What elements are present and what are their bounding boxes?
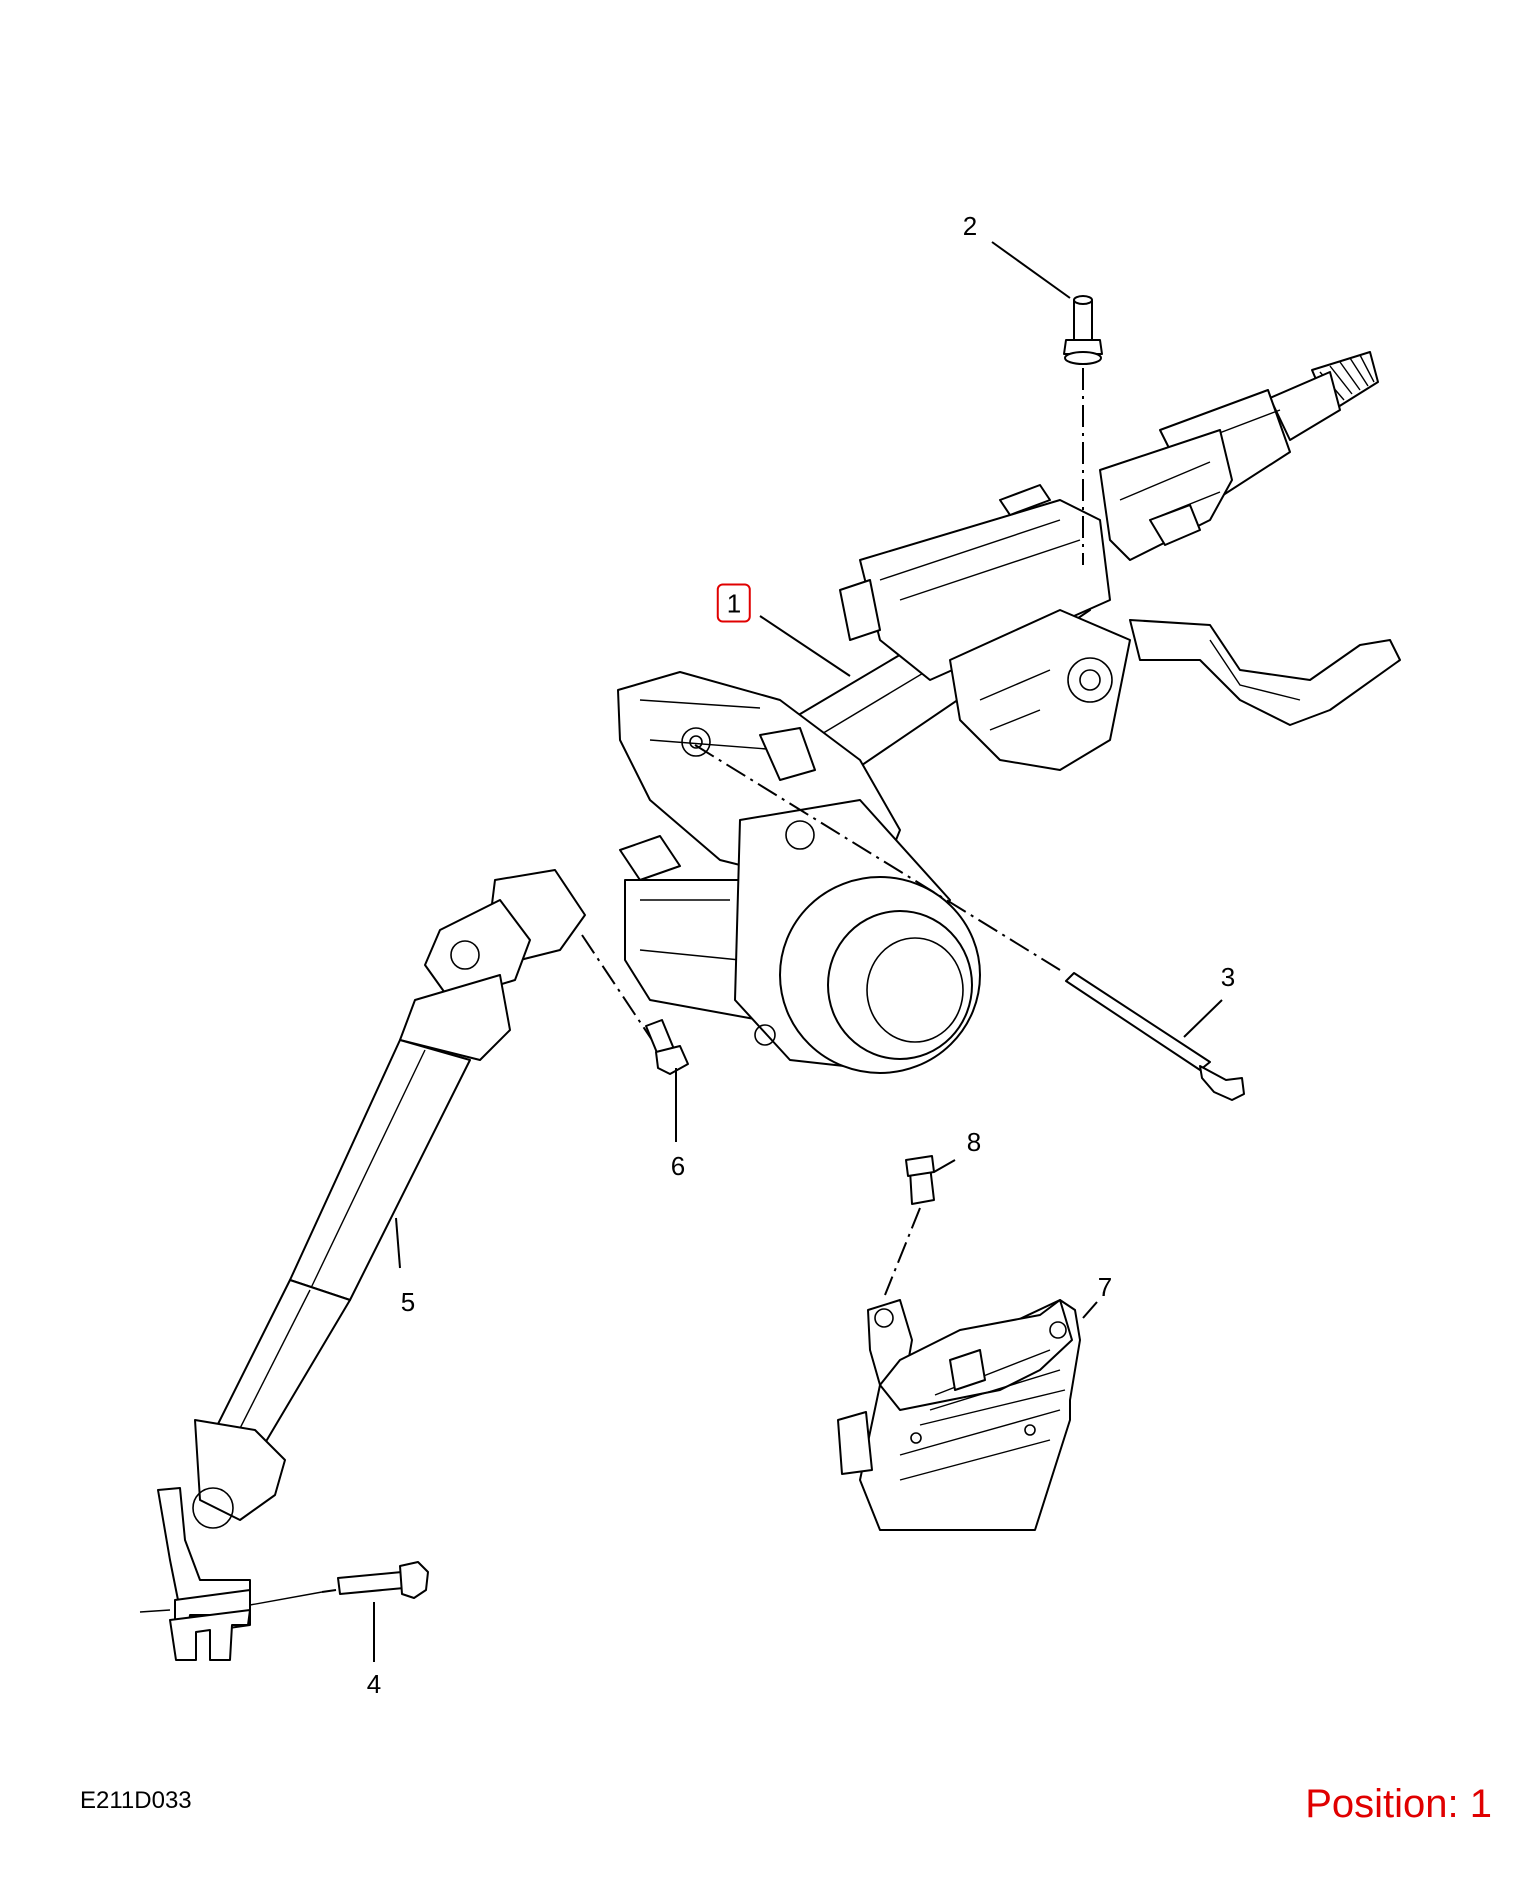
position-label: Position: 1 <box>1305 1782 1492 1826</box>
leader-line-2 <box>991 241 1071 299</box>
part-8-pin[interactable] <box>905 1155 935 1205</box>
part-6-bolt[interactable] <box>645 1019 689 1075</box>
part-3-assembly-line <box>694 744 1061 971</box>
part-7-module[interactable] <box>837 1299 1081 1531</box>
part-5-intermediate-shaft[interactable] <box>139 869 586 1661</box>
callout-2[interactable]: 2 <box>962 211 978 241</box>
callout-3[interactable]: 3 <box>1220 962 1236 992</box>
part-8-assembly-line <box>884 1207 921 1296</box>
leader-line-1 <box>759 615 851 677</box>
part-4-bolt[interactable] <box>337 1561 429 1599</box>
callout-5[interactable]: 5 <box>400 1287 416 1317</box>
drawing-code: E211D033 <box>80 1787 192 1814</box>
callout-1[interactable]: 1 <box>716 583 752 623</box>
leader-lines <box>373 241 1223 1662</box>
part-4-assembly-line <box>321 1589 337 1593</box>
part-3-bolt[interactable] <box>1065 972 1245 1101</box>
callout-4[interactable]: 4 <box>366 1669 382 1699</box>
callout-8[interactable]: 8 <box>966 1127 982 1157</box>
part-2-bolt[interactable] <box>1063 295 1103 365</box>
leader-line-5 <box>395 1217 401 1269</box>
leader-line-8 <box>933 1159 956 1173</box>
part-1-steering-column[interactable] <box>617 351 1401 1074</box>
callout-6[interactable]: 6 <box>670 1151 686 1181</box>
part-6-assembly-line <box>581 934 653 1041</box>
leader-line-3 <box>1183 999 1223 1038</box>
callout-7[interactable]: 7 <box>1097 1272 1113 1302</box>
leader-line-7 <box>1082 1301 1098 1319</box>
